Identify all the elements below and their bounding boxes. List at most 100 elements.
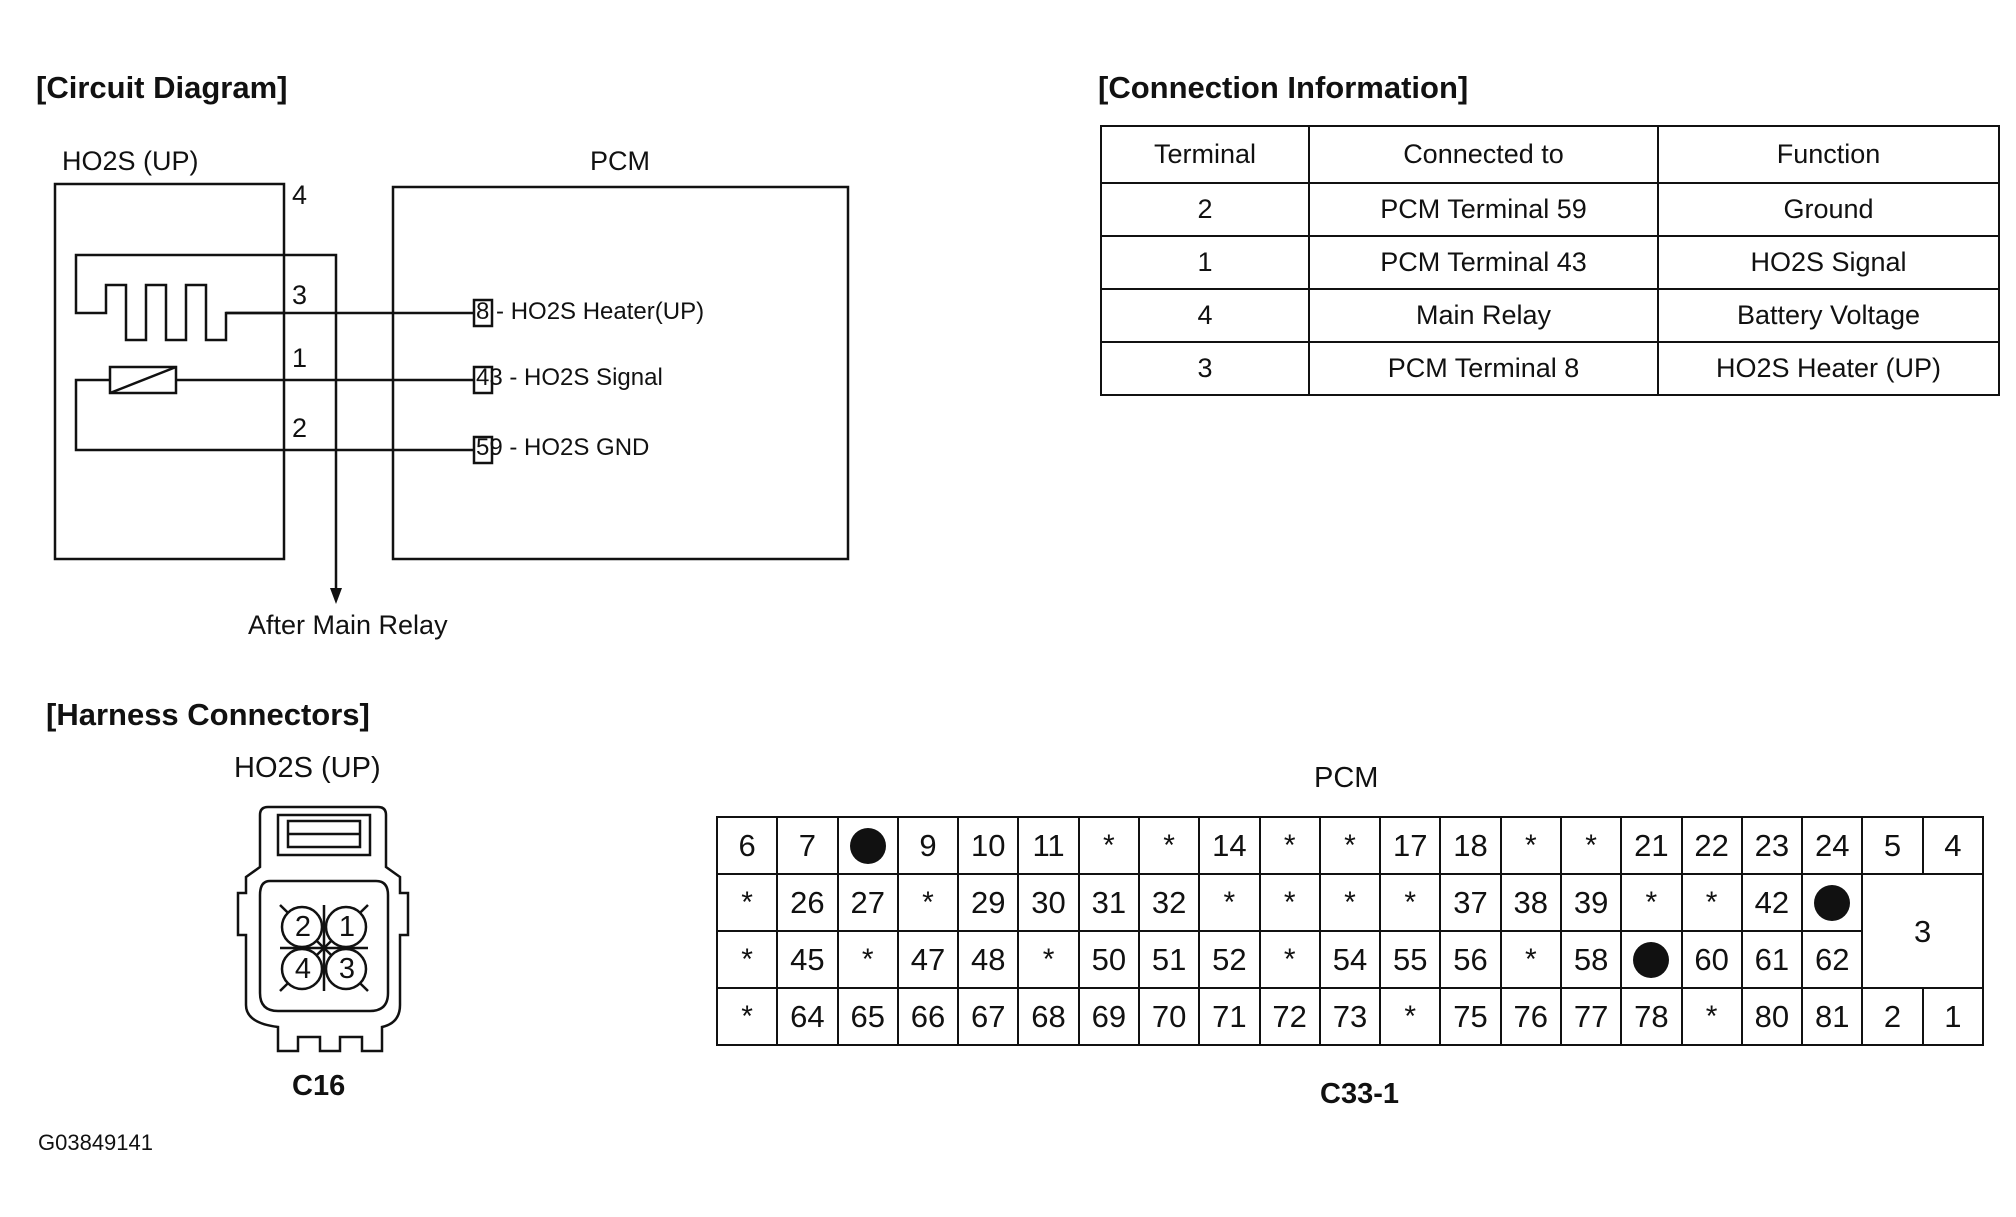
pcm-pin: 11 [1017,816,1080,875]
pcm-pin: 31 [1077,873,1140,932]
table-row: 1 PCM Terminal 43 HO2S Signal [1100,235,2000,290]
pcm-pin: * [1258,816,1321,875]
pcm-pin: 64 [776,987,839,1046]
pin-label: 1 [292,343,308,373]
pcm-pin: 55 [1379,930,1442,989]
pcm-pin: 27 [836,873,899,932]
pcm-pin: 56 [1439,930,1502,989]
sensor-connector-code: C16 [292,1070,346,1102]
pcm-connector-code: C33-1 [1320,1078,1399,1110]
pcm-pin: 72 [1258,987,1321,1046]
pcm-pin: * [1680,987,1743,1046]
terminal-description: - HO2S Heater(UP) [489,298,705,325]
cell-terminal: 4 [1100,288,1310,343]
pcm-connector-title: PCM [1314,762,1379,794]
table-header-row: Terminal Connected to Function [1100,125,2000,184]
pcm-pin: * [1137,816,1201,875]
sensor-label: HO2S (UP) [62,146,199,176]
pcm-pin: 29 [957,873,1020,932]
pcm-pin: * [1318,816,1382,875]
pcm-pin: * [896,873,960,932]
pcm-pin: * [1077,816,1140,875]
harness-connectors-heading: [Harness Connectors] [46,697,370,732]
relay-arrow [330,588,342,604]
pcm-pin: 76 [1499,987,1562,1046]
pcm-pin: 65 [836,987,899,1046]
pcm-pin: 69 [1077,987,1140,1046]
pcm-terminal-8: 8 - HO2S Heater(UP) [476,298,704,326]
sensor-connector-title: HO2S (UP) [234,752,381,784]
pcm-pin: 45 [776,930,839,989]
pcm-pin: 78 [1620,987,1683,1046]
pcm-pin: 37 [1439,873,1502,932]
pcm-pin: * [836,930,899,989]
pcm-pin: 75 [1439,987,1502,1046]
pcm-terminal-59: 59 - HO2S GND [476,434,649,462]
pcm-pin: 66 [896,987,960,1046]
relay-line [298,253,338,590]
cell-terminal: 3 [1100,341,1310,396]
sensor-pin: 3 [338,953,356,985]
pcm-pin: * [1258,873,1321,932]
pcm-pin: 6 [715,816,779,875]
pcm-pin: * [1258,930,1321,989]
sensor-pin: 2 [294,911,312,943]
pcm-pin: * [1680,873,1743,932]
pcm-pin: 26 [776,873,839,932]
pcm-pin: 1 [1921,987,1985,1046]
cell-connected-to: PCM Terminal 59 [1308,182,1659,237]
pcm-pin: 32 [1137,873,1201,932]
filled-dot-icon [1633,941,1670,978]
connection-info-heading: [Connection Information] [1098,70,1469,105]
circuit-diagram-heading: [Circuit Diagram] [36,70,288,105]
pcm-pin: 68 [1017,987,1080,1046]
pcm-pin: 17 [1379,816,1442,875]
terminal-description: - HO2S GND [502,434,650,461]
pcm-pin: 71 [1198,987,1261,1046]
header-terminal: Terminal [1100,125,1310,184]
header-function: Function [1657,125,2000,184]
pcm-pin: * [1379,873,1442,932]
terminal-number: 8 [476,298,490,325]
pin-label: 2 [292,413,308,443]
pcm-pin: 38 [1499,873,1562,932]
ground-wire [74,378,474,452]
pcm-pin-large: 3 [1861,873,1984,989]
pcm-pin: 48 [957,930,1020,989]
pcm-pin: * [1620,873,1683,932]
pcm-pin: 4 [1921,816,1985,875]
pcm-pin: 77 [1559,987,1623,1046]
pcm-pin: 7 [776,816,839,875]
pcm-pin [1801,873,1864,932]
pcm-pin: * [1499,930,1562,989]
pcm-pin: * [715,987,779,1046]
pcm-pin: 14 [1198,816,1261,875]
relay-label: After Main Relay [248,610,448,640]
pcm-pin: 51 [1137,930,1201,989]
pcm-pin: 80 [1740,987,1804,1046]
pcm-pin: 52 [1198,930,1261,989]
figure-id: G03849141 [38,1130,153,1155]
cell-connected-to: PCM Terminal 43 [1308,235,1659,290]
pcm-pin [1620,930,1683,989]
pcm-pin: 30 [1017,873,1080,932]
pcm-pin: 60 [1680,930,1743,989]
pcm-label: PCM [590,146,650,176]
pcm-pin: 39 [1559,873,1623,932]
pcm-pin: 62 [1801,930,1864,989]
connection-table: Terminal Connected to Function 2 PCM Ter… [1100,125,2000,396]
cell-connected-to: PCM Terminal 8 [1308,341,1659,396]
pin-label: 3 [292,280,308,310]
pcm-pin: 50 [1077,930,1140,989]
pcm-pin: 23 [1740,816,1804,875]
pcm-terminal-43: 43 - HO2S Signal [476,364,663,392]
header-connected-to: Connected to [1308,125,1659,184]
pcm-pin: 2 [1861,987,1924,1046]
pcm-pin: 24 [1801,816,1864,875]
cell-function: Ground [1657,182,2000,237]
